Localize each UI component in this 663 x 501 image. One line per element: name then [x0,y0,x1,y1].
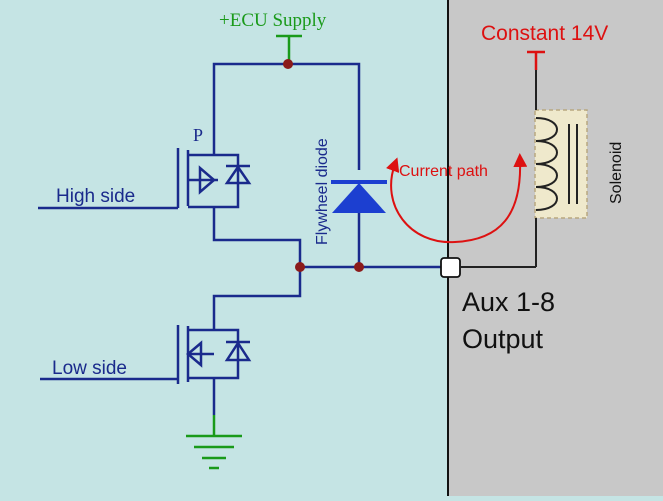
high-side-label: High side [56,186,135,207]
solenoid-icon [534,70,588,267]
p-marker-label: P [193,125,203,145]
aux-output-terminal[interactable] [440,257,461,278]
current-path-label: Current path [399,163,488,180]
ecu-panel [0,0,448,496]
ground-icon [186,415,242,470]
external-panel [448,0,663,496]
constant-14v-terminal [527,50,545,70]
aux-output-label-line1: Aux 1-8 [462,287,555,317]
ecu-supply-label: +ECU Supply [219,10,327,31]
flywheel-diode-label: Flywheel diode [314,138,331,245]
aux-output-label-line2: Output [462,324,544,354]
low-side-mosfet-icon [176,325,252,384]
high-side-mosfet-icon [176,148,252,209]
junction-dots [283,59,364,272]
low-side-label: Low side [52,358,127,379]
constant-14v-label: Constant 14V [481,22,608,45]
solenoid-label: Solenoid [608,142,625,204]
flywheel-diode-icon [331,180,387,213]
current-path-arrow [386,153,528,244]
